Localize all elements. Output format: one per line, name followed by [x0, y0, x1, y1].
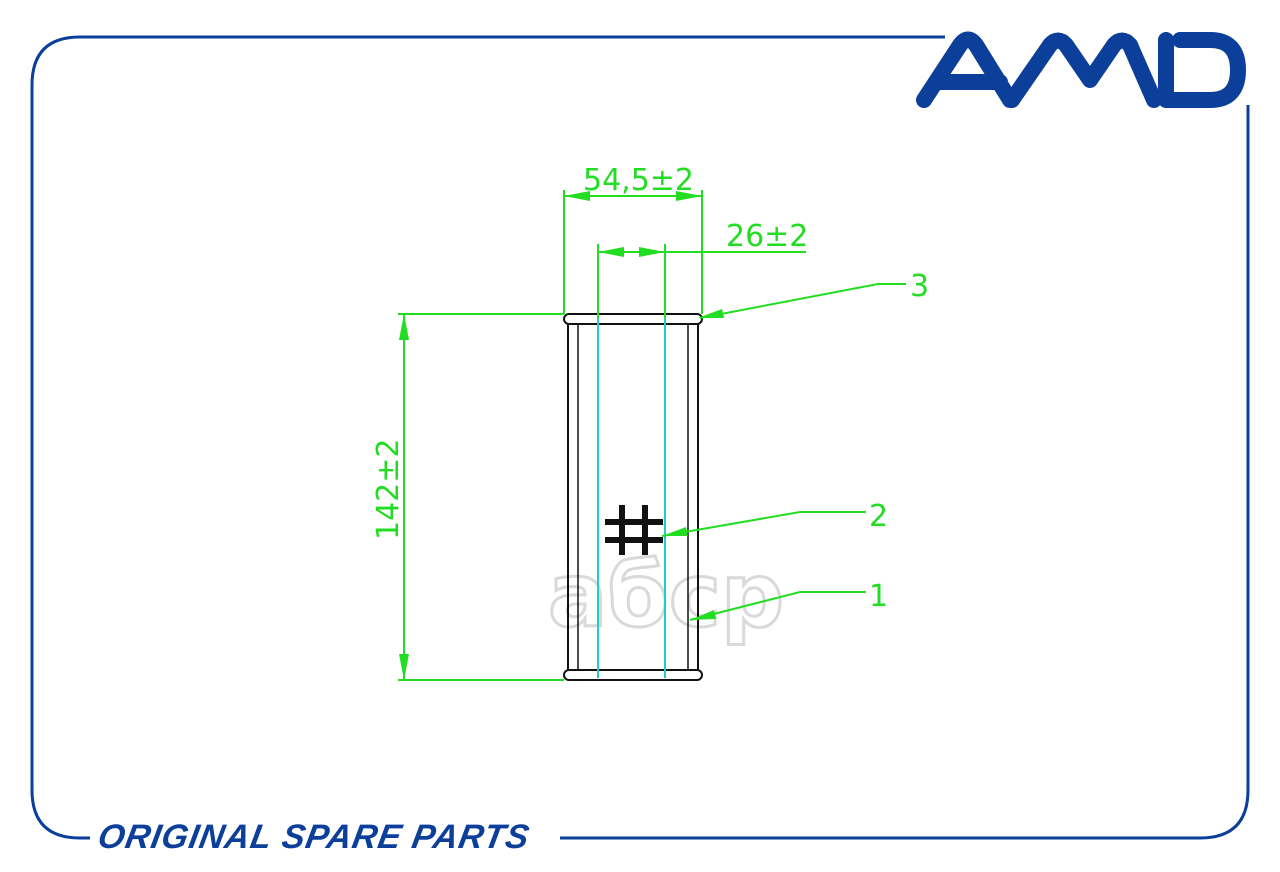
dim-outer-diameter-label: 54,5±2 [583, 163, 694, 198]
callout-3-label: 3 [910, 269, 929, 304]
callout-2-label: 2 [869, 499, 888, 534]
callout-1-label: 1 [869, 579, 888, 614]
footer-tagline: ORIGINAL SPARE PARTS [95, 818, 533, 856]
amd-logo [916, 31, 1246, 108]
callout-2-leader [661, 511, 866, 537]
filter-bottom-cap [563, 669, 703, 681]
dim-height [398, 313, 564, 681]
hash-marking [605, 505, 663, 555]
drawing-frame [30, 35, 1250, 840]
filter-top-cap [563, 313, 703, 325]
callout-1-leader [689, 591, 866, 621]
dim-height-label: 142±2 [371, 439, 406, 540]
dim-inner-diameter [597, 244, 806, 318]
dim-inner-diameter-label: 26±2 [726, 219, 808, 254]
callout-3-leader [698, 283, 906, 319]
